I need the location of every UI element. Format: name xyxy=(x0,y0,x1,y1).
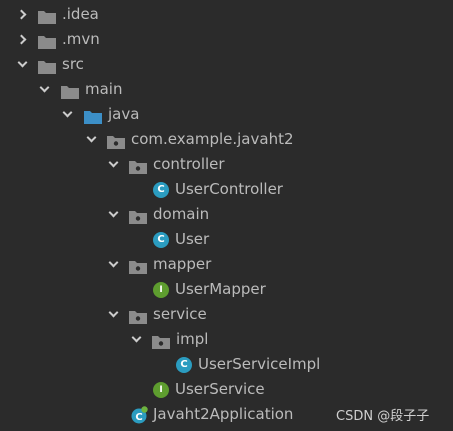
tree-row-hidden[interactable]: - xyxy=(0,0,453,14)
tree-item-label: User xyxy=(175,230,210,248)
chevron-right-icon[interactable] xyxy=(16,9,27,20)
tree-item-label: UserMapper xyxy=(175,280,266,298)
tree-item-label: - xyxy=(38,0,43,7)
tree-row-usermapper[interactable]: I UserMapper xyxy=(0,278,453,303)
watermark: CSDN @段子子 xyxy=(336,409,430,424)
package-icon xyxy=(129,159,147,174)
tree-item-label: UserService xyxy=(175,380,265,398)
class-icon: C xyxy=(153,182,169,198)
tree-item-label: UserServiceImpl xyxy=(198,355,321,373)
tree-row-impl[interactable]: impl xyxy=(0,328,453,353)
tree-item-label: src xyxy=(62,55,84,73)
folder-icon xyxy=(38,34,56,49)
tree-item-label: java xyxy=(108,105,140,123)
chevron-down-icon[interactable] xyxy=(39,82,50,93)
source-folder-icon xyxy=(84,109,102,124)
tree-row-service[interactable]: service xyxy=(0,303,453,328)
tree-row-idea[interactable]: .idea xyxy=(0,3,453,28)
tree-row-src[interactable]: src xyxy=(0,53,453,78)
chevron-right-icon[interactable] xyxy=(16,34,27,45)
package-icon xyxy=(129,309,147,324)
class-icon: C xyxy=(153,232,169,248)
tree-item-label: main xyxy=(85,80,123,98)
chevron-down-icon[interactable] xyxy=(108,257,119,268)
chevron-down-icon[interactable] xyxy=(131,332,142,343)
tree-item-label: mapper xyxy=(153,255,212,273)
tree-row-userservice[interactable]: I UserService xyxy=(0,378,453,403)
tree-row-userserviceimpl[interactable]: C UserServiceImpl xyxy=(0,353,453,378)
tree-item-label: controller xyxy=(153,155,225,173)
interface-icon: I xyxy=(153,382,169,398)
chevron-down-icon[interactable] xyxy=(108,207,119,218)
svg-text:C: C xyxy=(135,412,142,423)
folder-icon xyxy=(38,9,56,24)
chevron-down-icon[interactable] xyxy=(108,157,119,168)
chevron-down-icon[interactable] xyxy=(86,132,97,143)
tree-item-label: .mvn xyxy=(62,30,100,48)
tree-item-label: UserController xyxy=(175,180,283,198)
tree-item-label: .idea xyxy=(62,5,99,23)
package-icon xyxy=(152,334,170,349)
tree-item-label: service xyxy=(153,305,207,323)
tree-row-main[interactable]: main xyxy=(0,78,453,103)
spring-boot-class-icon: C xyxy=(130,406,148,424)
tree-row-application[interactable]: C Javaht2Application xyxy=(0,403,453,428)
tree-row-domain[interactable]: domain xyxy=(0,203,453,228)
folder-icon xyxy=(61,84,79,99)
folder-icon xyxy=(38,59,56,74)
tree-row-usercontroller[interactable]: C UserController xyxy=(0,178,453,203)
package-icon xyxy=(129,209,147,224)
tree-item-label: domain xyxy=(153,205,210,223)
class-icon: C xyxy=(176,357,192,373)
tree-item-label: Javaht2Application xyxy=(153,405,294,423)
chevron-down-icon[interactable] xyxy=(17,57,28,68)
package-icon xyxy=(129,259,147,274)
chevron-down-icon[interactable] xyxy=(62,107,73,118)
tree-row-controller[interactable]: controller xyxy=(0,153,453,178)
tree-row-mvn[interactable]: .mvn xyxy=(0,28,453,53)
tree-row-java[interactable]: java xyxy=(0,103,453,128)
tree-row-user[interactable]: C User xyxy=(0,228,453,253)
interface-icon: I xyxy=(153,282,169,298)
chevron-down-icon[interactable] xyxy=(108,307,119,318)
tree-item-label: com.example.javaht2 xyxy=(131,130,294,148)
tree-row-mapper[interactable]: mapper xyxy=(0,253,453,278)
package-icon xyxy=(107,134,125,149)
tree-item-label: impl xyxy=(176,330,209,348)
tree-row-package-root[interactable]: com.example.javaht2 xyxy=(0,128,453,153)
